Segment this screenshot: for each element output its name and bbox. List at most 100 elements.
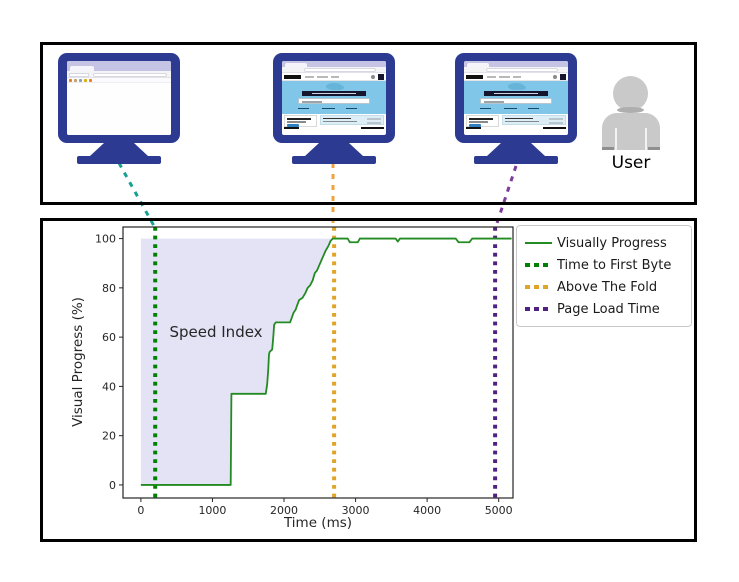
monitor-above-fold-icon [273,53,395,165]
bookmark-icon [89,79,92,82]
site-logo [284,75,301,79]
browser-tab [70,66,94,71]
legend-item-page-load-time: Page Load Time [525,298,683,320]
form-field [367,121,381,125]
nav-item [487,76,496,78]
chart-panel [40,218,697,542]
hero-section [282,81,386,114]
cta-button [469,124,481,127]
user-icon [602,113,660,150]
footer-text [466,127,481,129]
menu-button [560,74,566,80]
browser-url-field [93,72,167,77]
user-icon [645,128,647,150]
browser-address-bar [67,71,171,78]
monitor-base [292,156,376,164]
monitor-base [474,156,558,164]
hero-link [528,107,539,109]
hero-banner [484,91,548,96]
cloud-graphic [516,85,526,90]
bookmark-icon [79,79,82,82]
bookmark-icon [84,79,87,82]
legend-dots-swatch [525,262,557,268]
site-logo [466,75,483,79]
storyboard-panel: User [40,42,697,205]
monitor-screen-loaded [282,61,386,135]
gear-icon [371,75,375,79]
search-box [480,98,552,104]
cta-button [287,124,299,127]
legend-item-time-to-first-byte: Time to First Byte [525,254,683,276]
speed-index-annotation: Speed Index [169,323,263,342]
hero-link [346,107,357,109]
content-card [320,115,384,125]
browser-url-field [486,68,558,72]
gear-icon [553,75,557,79]
bookmark-icon [69,79,72,82]
hero-link [480,107,491,109]
connector-ttfb-line [117,162,156,227]
form-field [367,117,381,121]
browser-url-field [304,68,376,72]
user-icon [648,147,660,150]
hero-link [298,107,309,109]
browser-titlebar [282,61,386,67]
browser-address-bar [464,67,568,73]
legend-dots-swatch [525,306,557,312]
menu-button [378,74,384,80]
user-icon [615,128,617,150]
x-axis-label: Time (ms) [283,515,353,531]
site-header [282,73,386,81]
legend-item-above-the-fold: Above The Fold [525,276,683,298]
user-icon [602,147,614,150]
form-field [549,121,563,125]
monitor-stand [305,142,363,156]
hero-link [322,107,335,109]
nav-item [331,76,339,78]
footer-text [543,127,566,129]
hero-banner [302,91,366,96]
content-section [282,114,386,130]
browser-address-bar [282,67,386,73]
browser-search-box [69,72,89,77]
hero-section [464,81,568,114]
legend-line-swatch [525,241,557,245]
form-field [549,117,563,121]
monitor-base [77,156,161,164]
user-icon [613,76,648,111]
y-axis-label: Visual Progress (%) [70,297,86,427]
content-card [502,115,566,125]
chart-legend: Visually Progress Time to First Byte Abo… [516,225,692,327]
monitor-screen-loaded [464,61,568,135]
browser-tab [285,63,307,67]
monitor-first-byte-icon [58,53,180,165]
nav-item [317,76,328,78]
content-section [464,114,568,130]
search-box [298,98,370,104]
cloud-graphic [334,85,344,90]
site-header [464,73,568,81]
monitor-stand [487,142,545,156]
bookmark-icon [74,79,77,82]
browser-titlebar [67,61,171,71]
browser-tab [467,63,489,67]
user-label: User [611,153,651,173]
footer-text [361,127,384,129]
content-card [284,115,317,127]
user-icon [617,107,644,113]
legend-dots-swatch [525,284,557,290]
hero-link [504,107,517,109]
monitor-screen-blank [67,61,171,135]
blank-page-body [67,83,171,135]
nav-item [305,76,314,78]
nav-item [499,76,510,78]
monitor-page-load-icon [455,53,577,165]
nav-item [513,76,521,78]
browser-titlebar [464,61,568,67]
footer-text [284,127,299,129]
user-figure: User [602,76,660,176]
monitor-stand [90,142,148,156]
content-card [466,115,499,127]
